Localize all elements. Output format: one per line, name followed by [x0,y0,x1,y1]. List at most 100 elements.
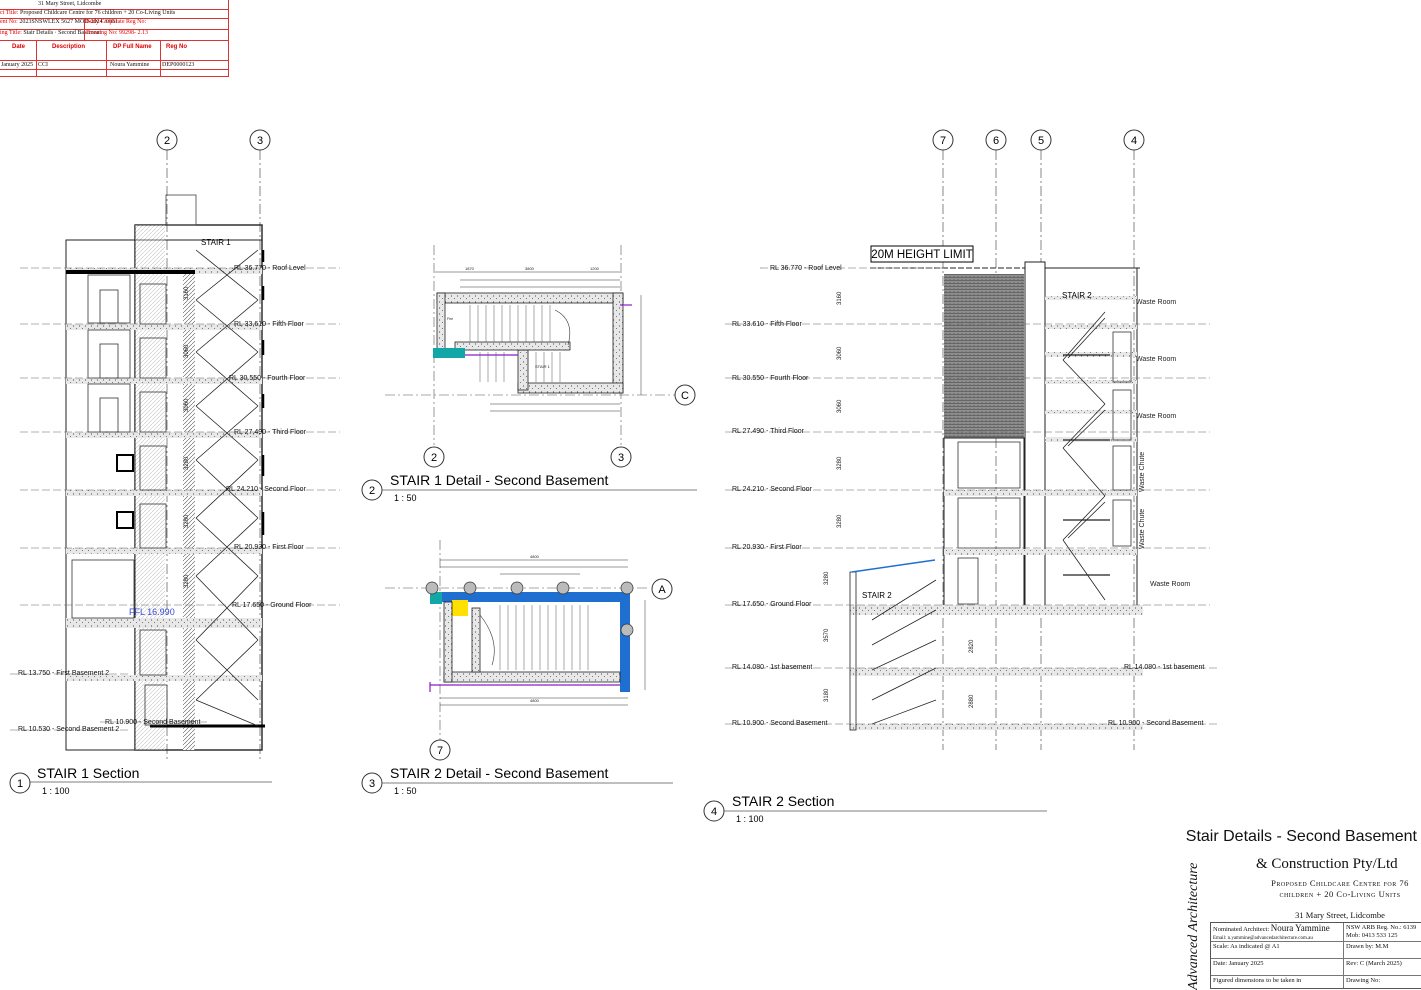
grid-line-7: 7 [932,129,954,750]
level-label: RL 27.490 - Third Floor [234,429,307,436]
dim-text: 3280 [837,514,843,528]
stamp-entry-name: Noura Yammine [110,62,150,68]
grid-line-2: 2 [156,129,178,760]
level-label: RL 24.210 - Second Floor [732,486,813,493]
grid-line-c: C [674,384,696,406]
title-block-table: Nominated Architect: Noura Yammine Email… [1210,922,1421,989]
view-number: 4 [711,806,717,818]
note-field: Figured dimensions to be taken in [1211,976,1344,988]
project-title: Proposed Childcare Centre for 76 childre… [1271,878,1409,899]
sheet-title: Stair Details - Second Basement [1185,828,1417,845]
grid-line-6: 6 [985,129,1007,750]
dim-text: 3060 [837,399,843,413]
stamp-entry-reg: DEP0000123 [162,62,195,68]
stamp-col-description: Description [52,44,86,50]
level-label: RL 24.210 - Second Floor [226,486,307,493]
architect-email: Email: n.yammine@advancedarchitecture.co… [1213,936,1313,941]
view-title: STAIR 2 Section [732,793,834,809]
stamp-label: ing Title: [0,30,22,36]
dim-text: 3280 [184,456,190,470]
scale-field: Scale: As indicated @ A1 [1211,942,1344,958]
stamp-label: ent No: [0,19,18,25]
level-label: RL 17.650 - Ground Floor [732,601,812,608]
grid-line-a: A [651,578,673,600]
view-number: 1 [17,778,23,790]
dim-text: 3280 [837,456,843,470]
grid-bubble-label: C [681,390,689,402]
level-label: RL 20.930 - First Floor [732,544,802,551]
level-label: RL 27.490 - Third Floor [732,428,805,435]
grid-line-7: 7 [429,739,451,761]
grid-bubble-label: 2 [164,135,170,147]
grid-line-3: 3 [249,129,271,760]
stamp-body-corp: Body Corporate Reg No: [86,19,147,25]
dim-text: 3060 [837,346,843,360]
stamp-project: Proposed Childcare Centre for 76 childre… [20,10,176,16]
height-limit-label: 20M HEIGHT LIMIT [871,249,972,261]
view-number: 2 [369,485,375,497]
dim-text: 3180 [824,688,830,702]
view-scale: 1 : 50 [394,493,417,503]
waste-room-label: Waste Room [1150,581,1190,588]
level-label: RL 33.610 - Fifth Floor [234,321,304,328]
stamp-drawing-title: Stair Details · Second Basement [23,30,101,36]
grid-bubble-label: 3 [618,452,624,464]
stamp-label: ct Title: [0,10,19,16]
grid-bubble-label: 4 [1131,135,1137,147]
view-number: 3 [369,778,375,790]
dim-text: 3160 [837,291,843,305]
stamp-entry-date: January 2025 [1,62,34,68]
revision-field: Rev: C (March 2025) [1346,960,1402,967]
level-label: RL 10.530 - Second Basement 2 [18,726,119,733]
view-title: STAIR 1 Section [37,765,139,781]
waste-room-label: Waste Room [1136,299,1176,306]
level-label: RL 20.930 - First Floor [234,544,304,551]
level-label: RL 14.080 - 1st basement [1124,664,1204,671]
stamp-col-reg: Reg No [166,44,187,50]
stair1-section: 2 3 [9,129,340,796]
grid-bubble-label: 2 [431,452,437,464]
waste-room-label: Waste Room [1136,413,1176,420]
svg-text:1200: 1200 [590,266,600,271]
svg-text:4800: 4800 [530,698,540,703]
architect-name: Noura Yammine [1270,923,1330,933]
stamp-col-dp-name: DP Full Name [113,44,152,50]
level-label: RL 14.080 - 1st basement [732,664,812,671]
svg-text:3800: 3800 [525,266,535,271]
grid-bubble-label: 5 [1038,135,1044,147]
stamp-entry-desc: CCI [38,62,49,68]
approval-stamp: 31 Mary Street, Lidcombe ct Title: Propo… [0,0,229,77]
grid-bubble-label: 7 [940,135,946,147]
drawing-no-field: Drawing No: [1346,977,1381,984]
title-block: Advanced Architecture & Construction Pty… [1186,850,1421,990]
svg-text:1870: 1870 [465,266,475,271]
grid-bubble-label: A [658,584,666,596]
grid-line-4: 4 [1123,129,1145,750]
waste-room-label: Waste Room [1136,356,1176,363]
level-label: RL 10.900 - Second Basement [105,719,201,726]
stair2-lower-label: STAIR 2 [862,591,892,600]
svg-text:4800: 4800 [530,554,540,559]
stamp-col-date: Date [12,44,26,50]
dim-text: 3060 [184,344,190,358]
level-label: RL 13.750 - First Basement 2 [18,670,109,677]
level-label: RL 36.770 - Roof Level [234,265,306,272]
drawn-by-field: Drawn by: M.M [1346,943,1389,950]
stamp-address: 31 Mary Street, Lidcombe [0,0,228,10]
view-title: STAIR 1 Detail - Second Basement [390,472,609,488]
dim-text: 3570 [824,628,830,642]
dim-text: 3060 [184,398,190,412]
level-label: RL 10.900 - Second Basement [1108,720,1204,727]
level-label: RL 30.550 - Fourth Floor [229,375,306,382]
view-title: STAIR 2 Detail - Second Basement [390,765,609,781]
svg-text:Fire: Fire [447,317,453,321]
level-label: RL 33.610 - Fifth Floor [732,321,802,328]
grid-bubble-label: 7 [437,745,443,757]
stair1-label: STAIR 1 [201,238,231,247]
dim-text: 2880 [969,694,975,708]
stair2-section: 7 6 5 4 20M HEIGHT LIMIT [703,129,1220,824]
dim-text: 3280 [184,574,190,588]
